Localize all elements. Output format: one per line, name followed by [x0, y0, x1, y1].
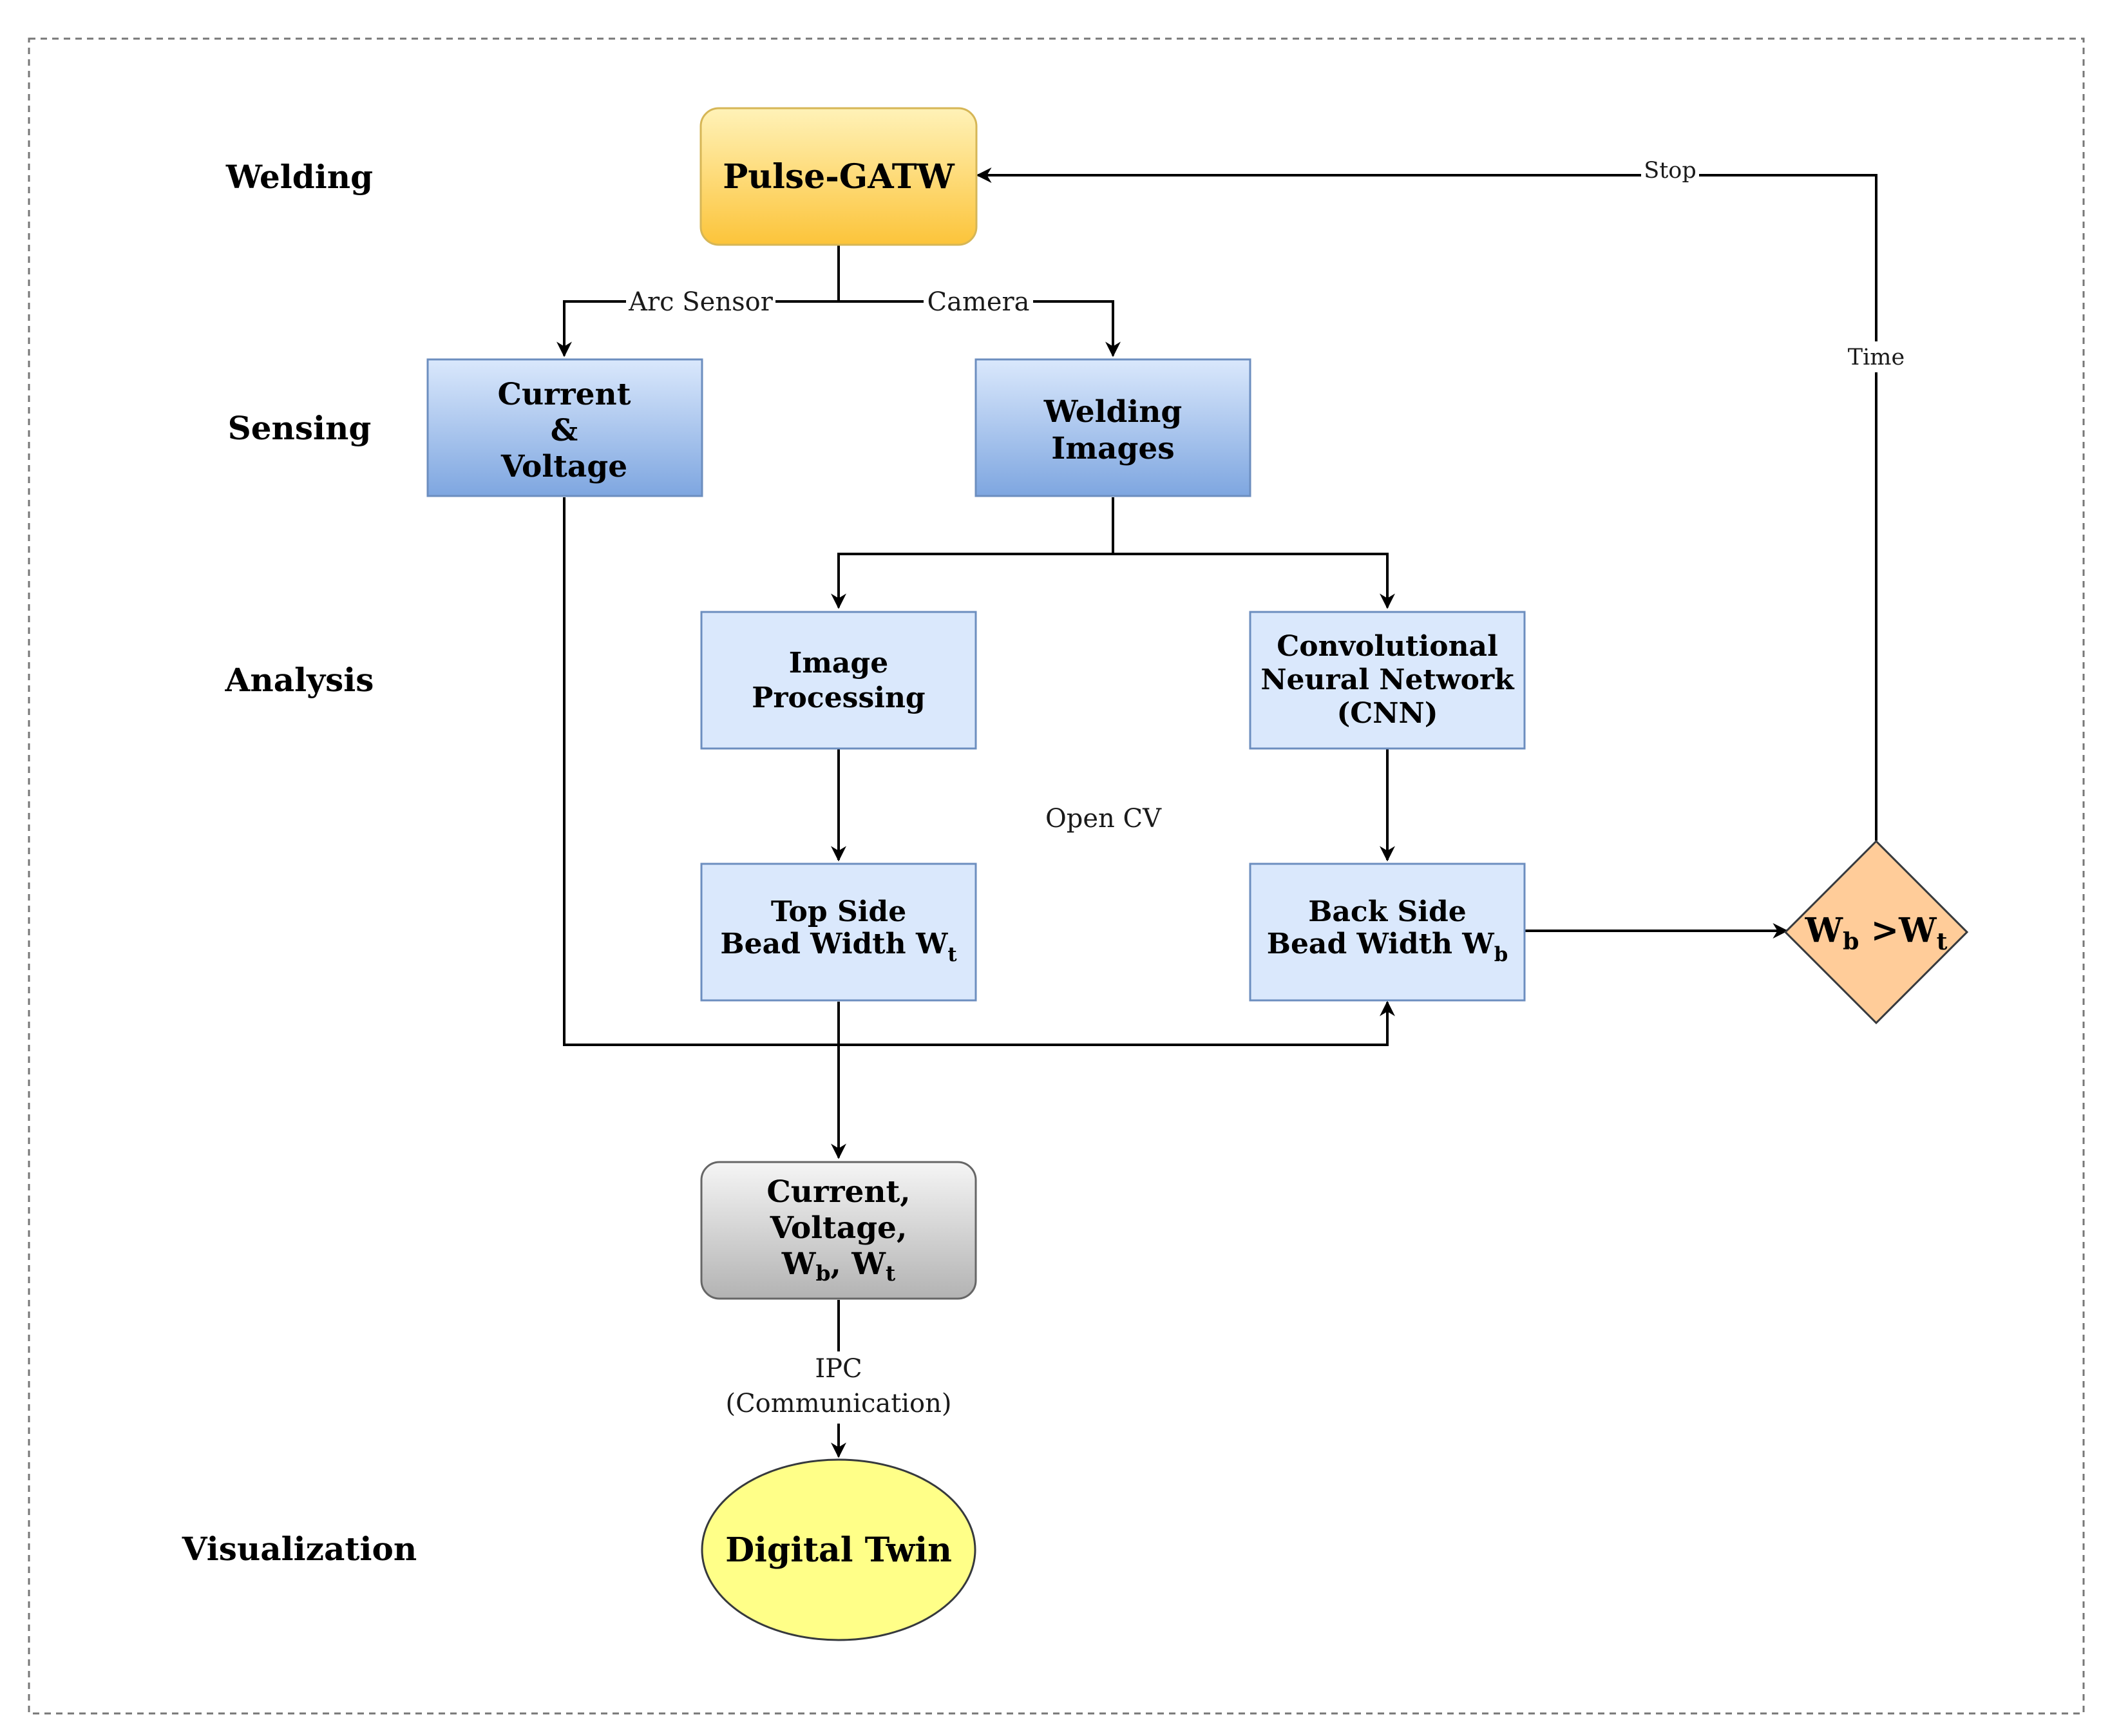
svg-text:Pulse-GATW: Pulse-GATW [723, 157, 955, 196]
svg-text:Wb, Wt: Wb, Wt [781, 1246, 896, 1286]
svg-text:Welding: Welding [1043, 394, 1182, 430]
edge-label-camera: Camera [927, 287, 1029, 317]
svg-text:Wb >Wt: Wb >Wt [1805, 911, 1948, 955]
edge-decision-pulse [976, 167, 1877, 841]
svg-text:(CNN): (CNN) [1336, 697, 1438, 730]
node-welding-images: Welding Images [974, 358, 1251, 497]
node-current-voltage: Current & Voltage [426, 358, 703, 497]
svg-text:Voltage: Voltage [500, 449, 627, 484]
svg-text:Current,: Current, [766, 1174, 910, 1210]
svg-text:Back Side: Back Side [1308, 895, 1467, 928]
svg-text:Images: Images [1051, 431, 1174, 466]
svg-text:Convolutional: Convolutional [1277, 630, 1498, 663]
svg-text:Neural Network: Neural Network [1260, 663, 1515, 696]
stage-label-welding: Welding [225, 158, 373, 196]
svg-text:Image: Image [789, 647, 888, 680]
stage-label-analysis: Analysis [225, 661, 374, 699]
svg-text:Bead Width Wt: Bead Width Wt [720, 928, 957, 966]
node-output-values: Current, Voltage, Wb, Wt [700, 1161, 977, 1300]
node-digital-twin: Digital Twin [701, 1458, 976, 1641]
svg-text:Bead Width Wb: Bead Width Wb [1267, 928, 1508, 966]
node-top-side-bead-width: Top Side Bead Width Wt [700, 863, 977, 1002]
edge-cv-backside [563, 497, 1395, 1046]
edge-label-arc-sensor: Arc Sensor [628, 287, 774, 317]
edge-label-open-cv: Open CV [1045, 804, 1162, 834]
svg-text:&: & [551, 413, 578, 448]
stage-label-visualization: Visualization [182, 1530, 417, 1568]
edge-label-ipc: IPC [815, 1354, 862, 1384]
edge-to-cnn [1113, 553, 1395, 609]
edge-label-time: Time [1848, 345, 1905, 370]
svg-text:Digital Twin: Digital Twin [725, 1531, 952, 1570]
diagram-frame [28, 37, 2085, 1715]
svg-text:Current: Current [498, 377, 631, 412]
node-cnn: Convolutional Neural Network (CNN) [1249, 611, 1526, 750]
node-decision: Wb >Wt [1783, 839, 1969, 1025]
edge-label-stop: Stop [1644, 158, 1697, 184]
svg-text:Processing: Processing [752, 682, 925, 714]
stage-label-sensing: Sensing [228, 409, 372, 447]
edge-to-image-processing [831, 553, 1113, 609]
node-image-processing: Image Processing [700, 611, 977, 750]
edge-label-communication: (Communication) [725, 1389, 951, 1418]
svg-text:Voltage,: Voltage, [770, 1210, 908, 1246]
node-pulse-gatw: Pulse-GATW [699, 107, 978, 246]
svg-text:Top Side: Top Side [771, 895, 906, 928]
node-back-side-bead-width: Back Side Bead Width Wb [1249, 863, 1526, 1002]
